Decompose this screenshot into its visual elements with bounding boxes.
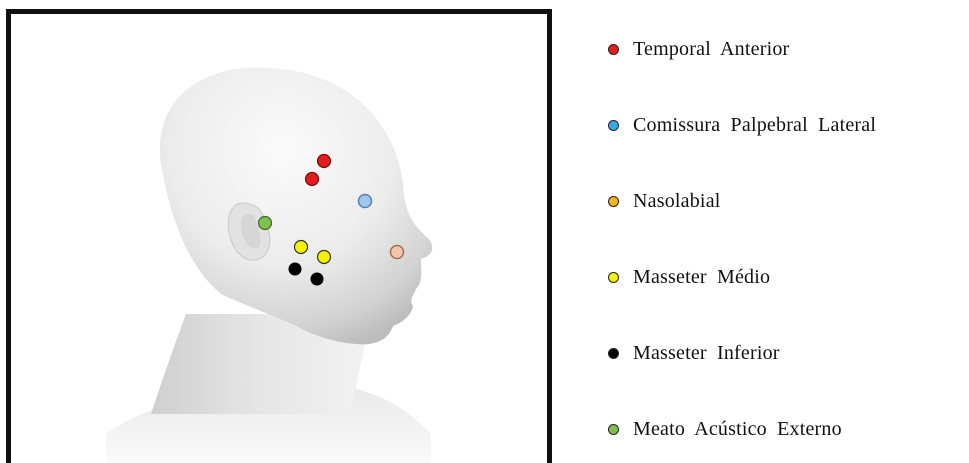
- head-illustration: [11, 14, 547, 463]
- legend-item-nasolabial: Nasolabial: [608, 186, 721, 216]
- yellow-dot-icon: [608, 272, 619, 283]
- legend: Temporal Anterior Comissura Palpebral La…: [608, 30, 963, 445]
- legend-item-masseter-medio: Masseter Médio: [608, 262, 770, 292]
- legend-item-masseter-inferior: Masseter Inferior: [608, 338, 780, 368]
- legend-label: Masseter Médio: [633, 266, 770, 289]
- temporal-anterior-dot: [306, 173, 319, 186]
- masseter-medio-dot: [295, 241, 308, 254]
- legend-item-comissura-palpebral-lateral: Comissura Palpebral Lateral: [608, 110, 876, 140]
- green-dot-icon: [608, 424, 619, 435]
- head-figure-frame: [6, 9, 552, 463]
- legend-label: Nasolabial: [633, 190, 721, 213]
- black-dot-icon: [608, 348, 619, 359]
- legend-item-temporal-anterior: Temporal Anterior: [608, 34, 789, 64]
- nasolabial-dot: [391, 246, 404, 259]
- legend-label: Comissura Palpebral Lateral: [633, 114, 876, 137]
- temporal-anterior-dot: [318, 155, 331, 168]
- legend-label: Meato Acústico Externo: [633, 418, 842, 441]
- comissura-palpebral-lateral-dot: [359, 195, 372, 208]
- orange-dot-icon: [608, 196, 619, 207]
- blue-dot-icon: [608, 120, 619, 131]
- legend-label: Temporal Anterior: [633, 38, 789, 61]
- legend-item-meato-acustico-externo: Meato Acústico Externo: [608, 414, 842, 444]
- masseter-inferior-dot: [311, 273, 324, 286]
- masseter-inferior-dot: [289, 263, 302, 276]
- masseter-medio-dot: [318, 251, 331, 264]
- meato-acustico-externo-dot: [259, 217, 272, 230]
- red-dot-icon: [608, 44, 619, 55]
- head-shape: [160, 67, 432, 344]
- legend-label: Masseter Inferior: [633, 342, 780, 365]
